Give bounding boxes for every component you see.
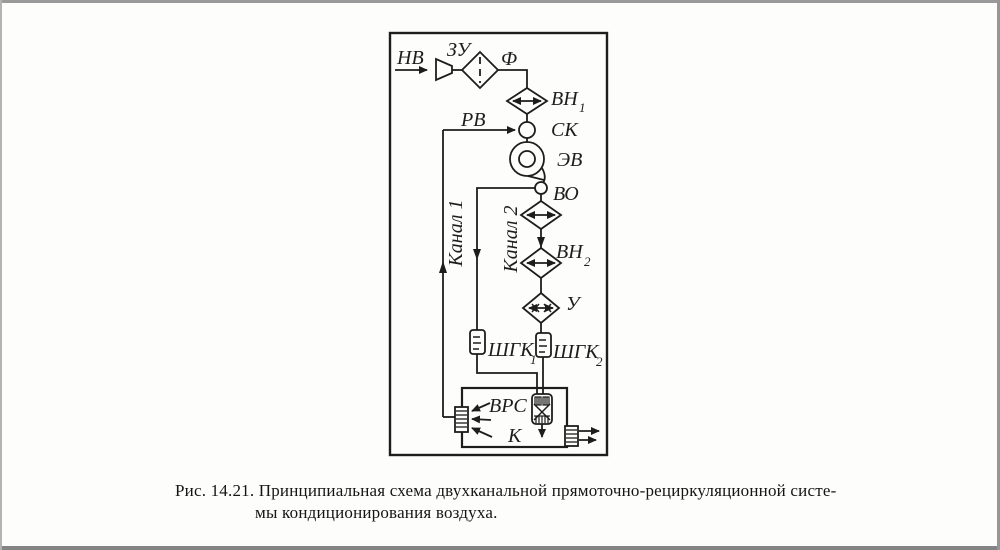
- label-heater1-sub: 1: [579, 100, 586, 115]
- channel1-down-arrow: [473, 249, 481, 260]
- label-fan: ЭВ: [557, 149, 582, 171]
- air-intake-device-symbol: [435, 57, 453, 82]
- label-recirculation-air: РВ: [460, 109, 485, 131]
- fan-outlet-edge: [527, 175, 545, 181]
- fan-impeller: [518, 150, 536, 168]
- channel1-duct: [476, 187, 535, 330]
- exhaust-arrows: [579, 427, 600, 444]
- channel1-duct: [476, 354, 538, 395]
- silencer1-symbol: [469, 329, 486, 355]
- silencer2-hatch: [539, 339, 547, 353]
- label-silencer1-sub: 1: [530, 352, 537, 367]
- label-heater1: ВН: [551, 88, 579, 110]
- recirculation-grille-hatch: [456, 410, 467, 428]
- scan-border-top: [0, 0, 1000, 3]
- scan-border-left: [0, 0, 2, 550]
- label-filter: Ф: [501, 48, 517, 70]
- label-air-cooler: ВО: [553, 183, 579, 205]
- figure-caption-line1: Рис. 14.21. Принципиальная схема двухкан…: [175, 481, 837, 500]
- room-extract-arrows: [471, 402, 493, 438]
- exhaust-grille: [564, 425, 579, 447]
- duct-line: [498, 69, 528, 88]
- label-channel2: Канал 2: [500, 206, 522, 274]
- air-distributor-grille: [534, 415, 550, 423]
- silencer1-hatch: [473, 336, 481, 350]
- scan-border-right: [997, 0, 1000, 550]
- channel2-down-arrow: [537, 237, 545, 248]
- label-heater2: ВН: [556, 241, 584, 263]
- junction-circle: [534, 181, 548, 195]
- figure-caption-line2: мы кондиционирования воздуха.: [255, 503, 498, 522]
- scan-border-bottom: [0, 546, 1000, 550]
- label-room: К: [507, 425, 523, 447]
- label-silencer2-sub: 2: [596, 354, 603, 369]
- mixing-chamber-symbol: [518, 121, 536, 139]
- label-intake-device: ЗУ: [447, 39, 473, 61]
- label-outdoor-air: НВ: [396, 47, 424, 69]
- recirculation-up-arrow: [439, 261, 447, 273]
- label-air-distributor: ВРС: [489, 395, 527, 417]
- label-humidifier: У: [566, 293, 582, 315]
- label-heater2-sub: 2: [584, 254, 591, 269]
- air-distributor-inlets: [534, 396, 550, 406]
- label-silencer2: ШГК: [552, 341, 600, 363]
- silencer2-symbol: [535, 332, 552, 358]
- exhaust-grille-hatch: [566, 429, 577, 443]
- label-silencer1: ШГК: [487, 339, 535, 361]
- fan-scroll: [509, 141, 545, 177]
- label-mixing-chamber: СК: [551, 119, 579, 141]
- humidifier-nozzles: [531, 303, 552, 313]
- equipment-boundary-box: [388, 31, 609, 457]
- label-channel1: Канал 1: [445, 200, 467, 268]
- air-distributor-cross: [533, 403, 551, 421]
